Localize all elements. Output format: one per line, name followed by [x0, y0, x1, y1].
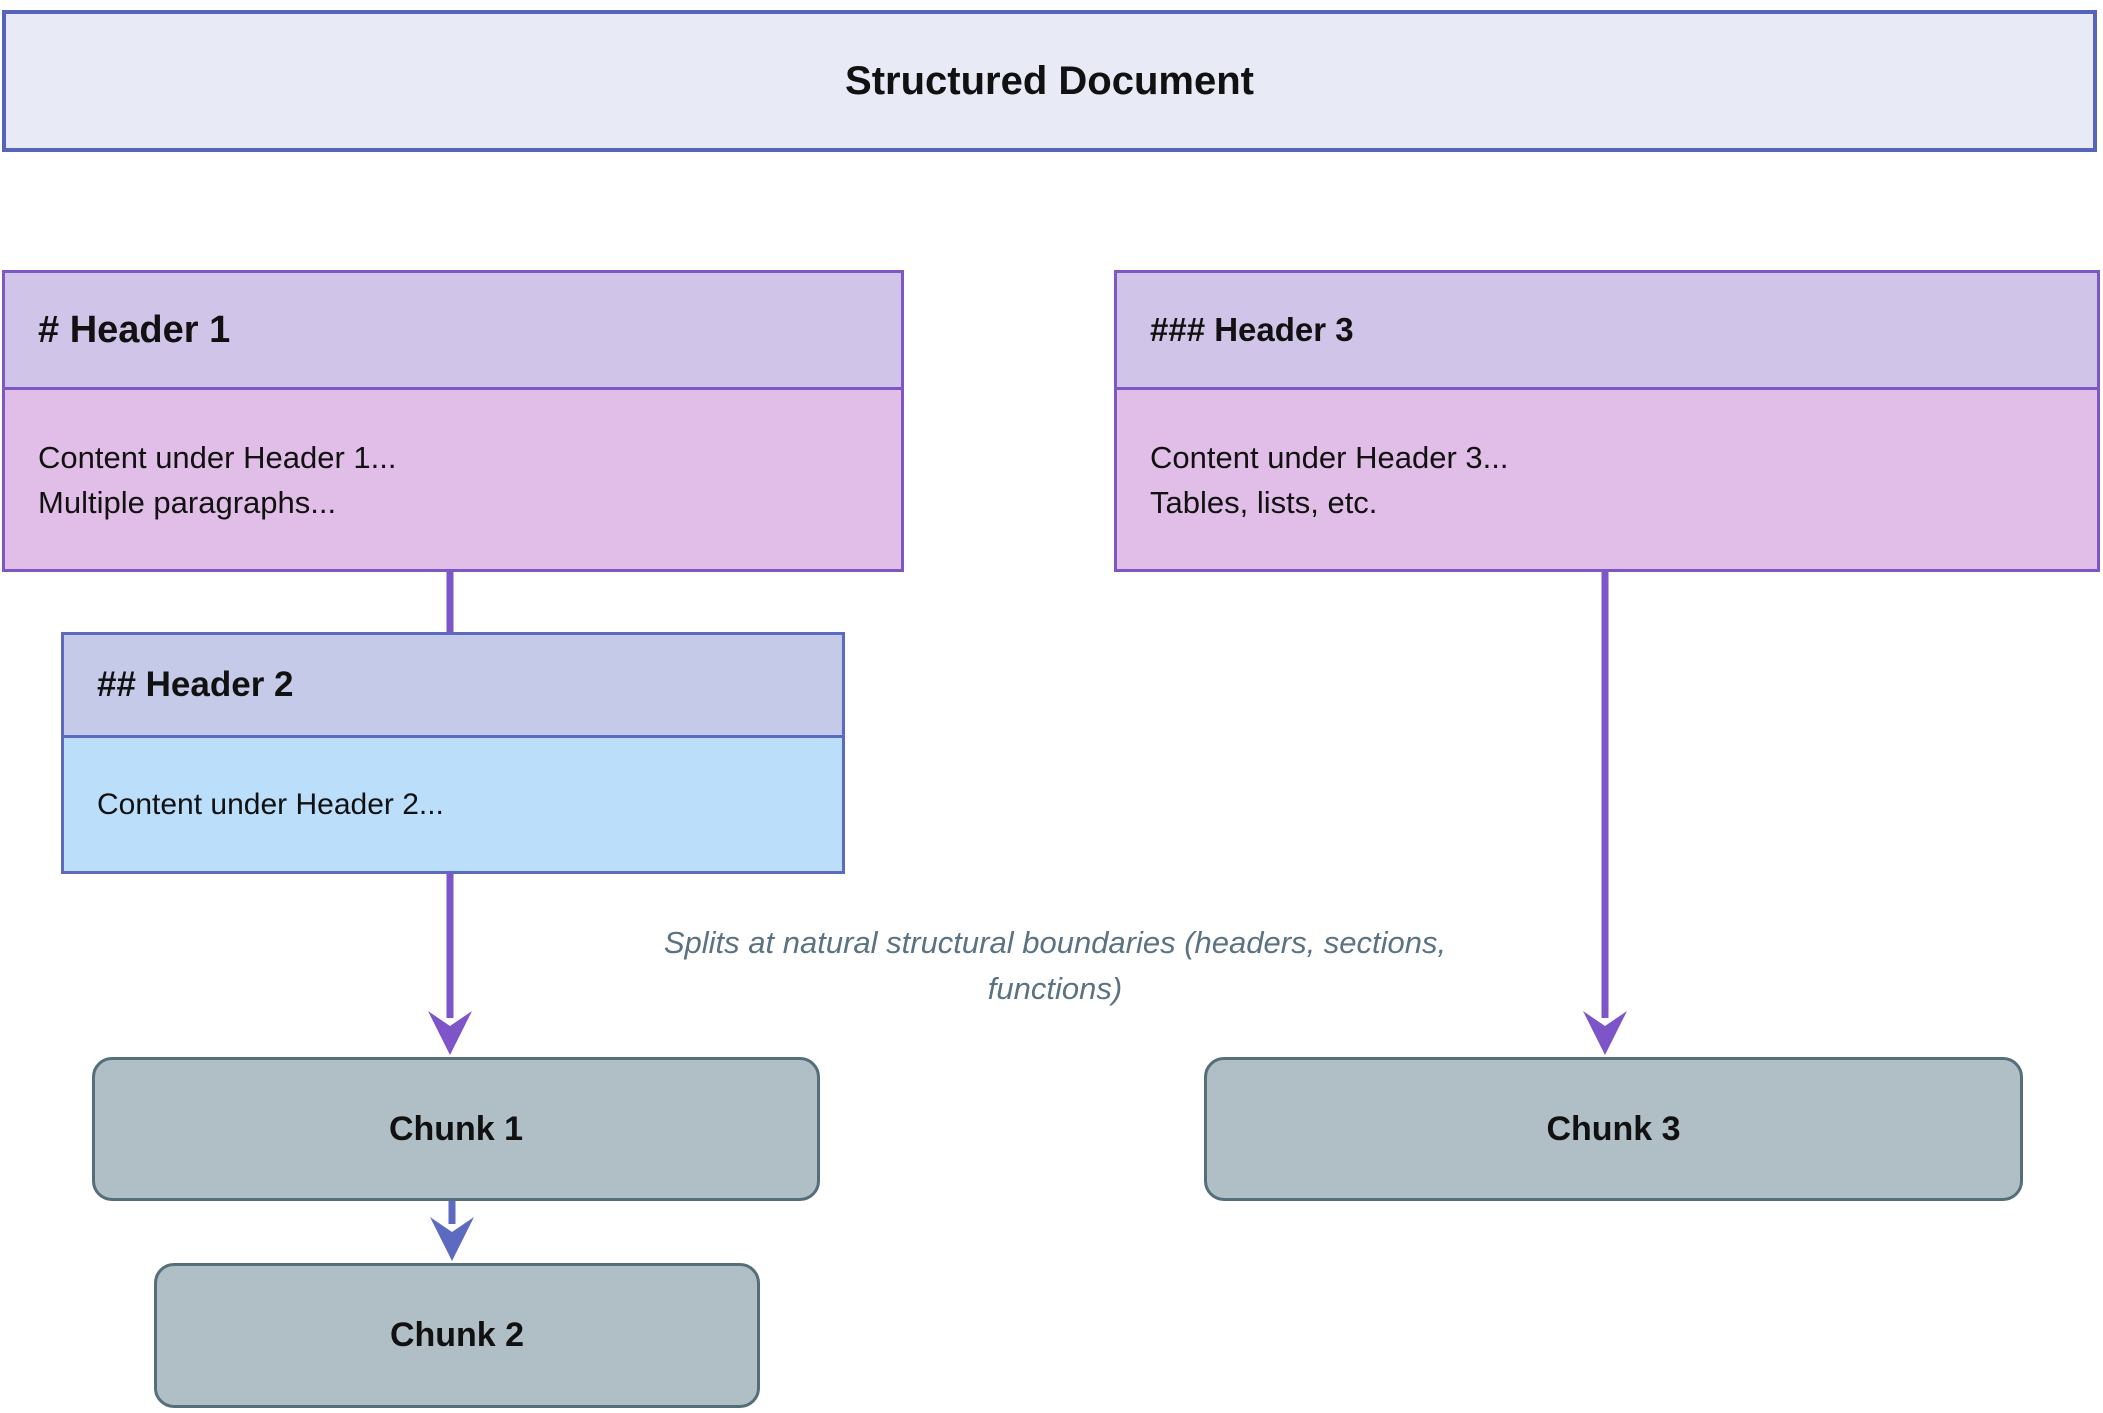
header2-content: Content under Header 2...: [64, 735, 842, 871]
header3-section-box: ### Header 3 Content under Header 3... T…: [1114, 270, 2100, 572]
chunk3-node: Chunk 3: [1204, 1057, 2023, 1201]
arrowhead-header3-to-chunk3-icon: [1583, 1011, 1627, 1055]
header3-content-line: Content under Header 3...: [1150, 439, 1509, 475]
header2-content-line: Content under Header 2...: [97, 788, 444, 821]
header1-content-line: Multiple paragraphs...: [38, 484, 337, 520]
header2-section-box: ## Header 2 Content under Header 2...: [61, 632, 845, 874]
chunk2-label: Chunk 2: [389, 1316, 525, 1354]
header1-section-box: # Header 1 Content under Header 1... Mul…: [2, 270, 904, 572]
split-annotation-line: Splits at natural structural boundaries …: [663, 925, 1447, 960]
arrowhead-header2-to-chunk1-icon: [428, 1011, 472, 1055]
chunk3-label: Chunk 3: [1546, 1109, 1681, 1148]
chunk1-label: Chunk 1: [388, 1109, 524, 1148]
chunk2-node: Chunk 2: [154, 1263, 760, 1408]
header3-title: ### Header 3: [1117, 273, 2097, 387]
split-annotation: Splits at natural structural boundaries …: [430, 920, 1680, 1012]
arrowhead-chunk1-to-chunk2-icon: [430, 1217, 474, 1261]
header1-title: # Header 1: [5, 273, 901, 387]
chunk1-node: Chunk 1: [92, 1057, 820, 1201]
document-title: Structured Document: [845, 58, 1254, 103]
header1-content-line: Content under Header 1...: [38, 439, 397, 475]
structured-document-banner: Structured Document: [2, 10, 2097, 152]
split-annotation-line: functions): [987, 971, 1123, 1006]
header1-content: Content under Header 1... Multiple parag…: [5, 387, 901, 569]
header2-title: ## Header 2: [64, 635, 842, 735]
header3-content-line: Tables, lists, etc.: [1150, 484, 1378, 520]
header3-content: Content under Header 3... Tables, lists,…: [1117, 387, 2097, 569]
